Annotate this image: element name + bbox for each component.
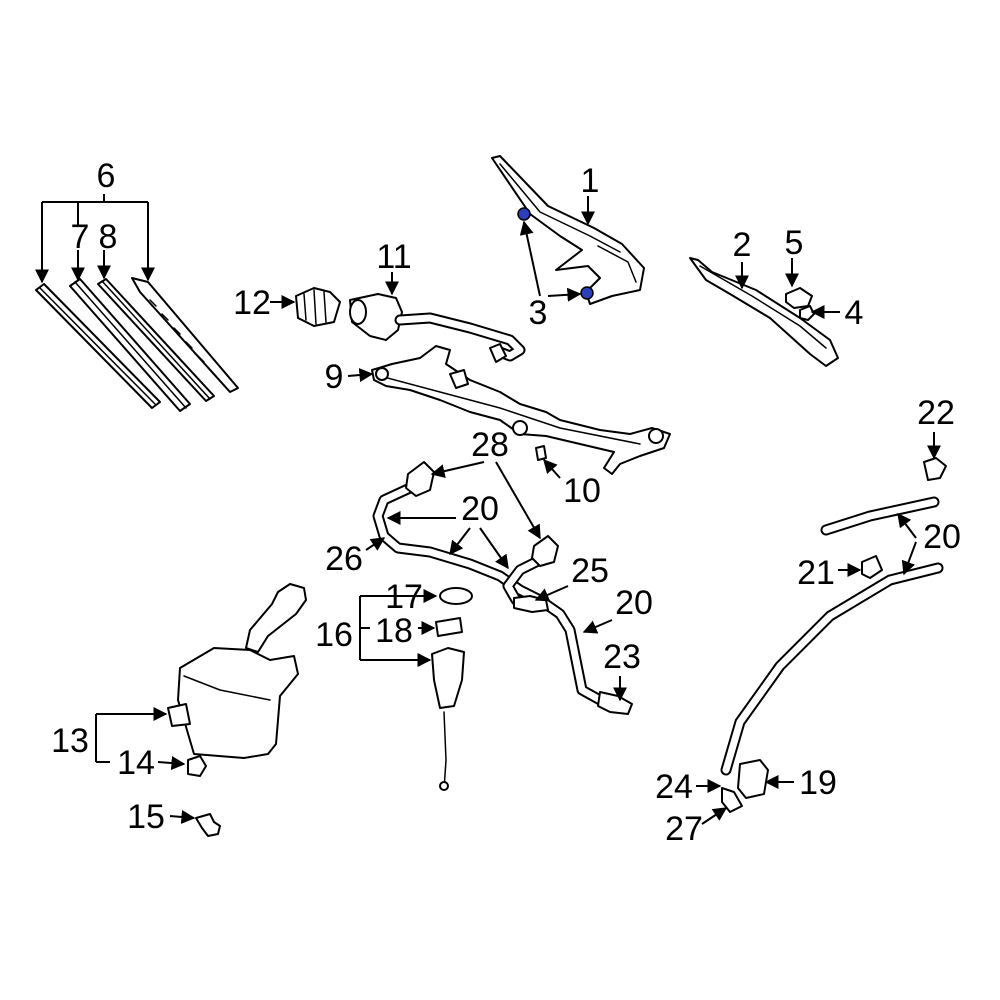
callout-6: 6 [97,157,116,195]
wiper-arm-right [689,257,839,367]
callout-4: 4 [845,294,864,332]
callout-26: 26 [325,540,363,578]
callout-20-center: 20 [461,490,499,528]
washer-pump [431,587,473,791]
callout-labels: 6 7 8 1 2 5 4 3 11 12 9 10 28 20 26 25 2… [51,157,961,848]
callout-17: 17 [385,578,423,616]
callout-11: 11 [376,238,411,276]
callout-13: 13 [51,722,89,760]
callout-16: 16 [315,616,353,654]
callout-12: 12 [233,284,271,322]
callout-5: 5 [785,224,804,262]
callout-20-lower: 20 [615,584,653,622]
callout-18: 18 [375,612,413,650]
callout-2: 2 [733,226,752,264]
callout-20-right: 20 [923,518,961,556]
callout-25: 25 [571,552,609,590]
callout-1: 1 [581,162,600,200]
callout-27: 27 [665,810,703,848]
callout-24: 24 [655,768,693,806]
callout-10: 10 [563,472,601,510]
wiper-linkage [371,345,671,475]
callout-15: 15 [127,798,165,836]
wiper-arm-left [491,155,645,305]
wiper-blade-assembly [35,277,239,412]
callout-9: 9 [325,358,344,396]
washer-hose-rear [720,457,947,813]
bolt [195,813,221,837]
leader-lines [35,194,941,825]
callout-7: 7 [71,218,90,256]
callout-8: 8 [99,218,118,256]
callout-21: 21 [797,554,835,592]
callout-19: 19 [799,764,837,802]
callout-14: 14 [117,744,155,782]
wiper-motor [295,287,526,363]
washer-hose-center [372,461,633,715]
washer-reservoir [167,583,307,777]
callout-23: 23 [603,638,641,676]
callout-28: 28 [471,426,509,464]
callout-22: 22 [917,394,955,432]
callout-3: 3 [529,294,548,332]
